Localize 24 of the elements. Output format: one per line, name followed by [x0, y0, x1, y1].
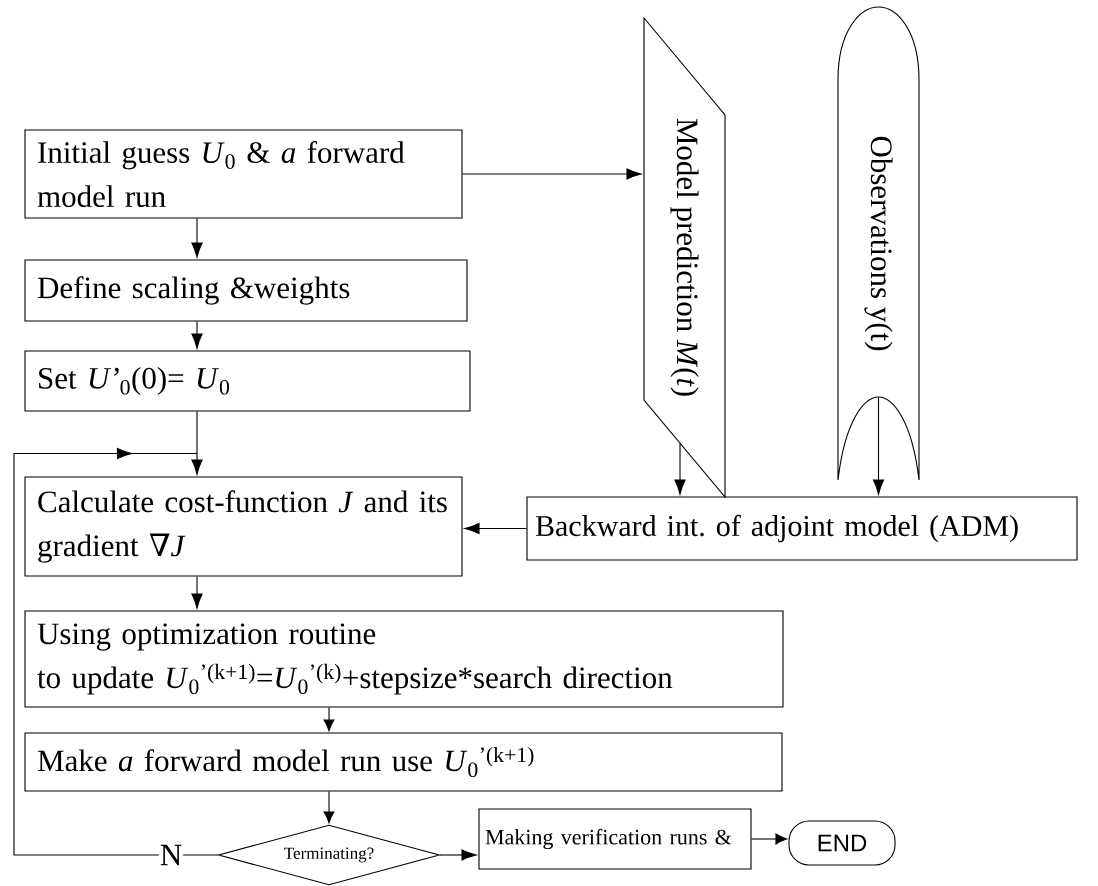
process-box: Set U’$_{0}$(0)= U$_{0}$	[24, 350, 471, 412]
arrow	[191, 218, 203, 258]
process-box: Define scaling &weights	[24, 259, 468, 322]
arrow	[191, 576, 203, 609]
arrow	[464, 522, 527, 535]
arrow	[13, 447, 219, 856]
terminal-box: END	[788, 820, 896, 866]
process-box: Backward int. of adjoint model (ADM)	[526, 496, 1078, 561]
arrow	[462, 168, 642, 180]
arrow	[674, 443, 686, 495]
arrow	[191, 452, 203, 475]
arrow	[439, 849, 477, 861]
arrow	[872, 397, 885, 495]
arrow	[323, 707, 335, 732]
process-box: Initial guess U$_{0}$ & a forward model run	[24, 129, 463, 219]
process-box: Using optimization routine to update U$_{0}$$^{’(k+1)}$=U$_{0}$$^{’(k)}$+stepsize*search direction	[24, 610, 784, 708]
arrow	[751, 833, 788, 845]
arrow	[323, 791, 335, 824]
edge-label: N	[158, 843, 184, 867]
arrow	[191, 321, 203, 349]
rounded-tab-shape: Observations y(t)	[837, 6, 920, 481]
process-box: Making verification runs &	[478, 808, 752, 870]
process-box: Make a forward model run use U$_{0}$’(k+1)	[24, 732, 783, 792]
process-box: Calculate cost-function J and its gradient ∇J	[24, 476, 463, 577]
